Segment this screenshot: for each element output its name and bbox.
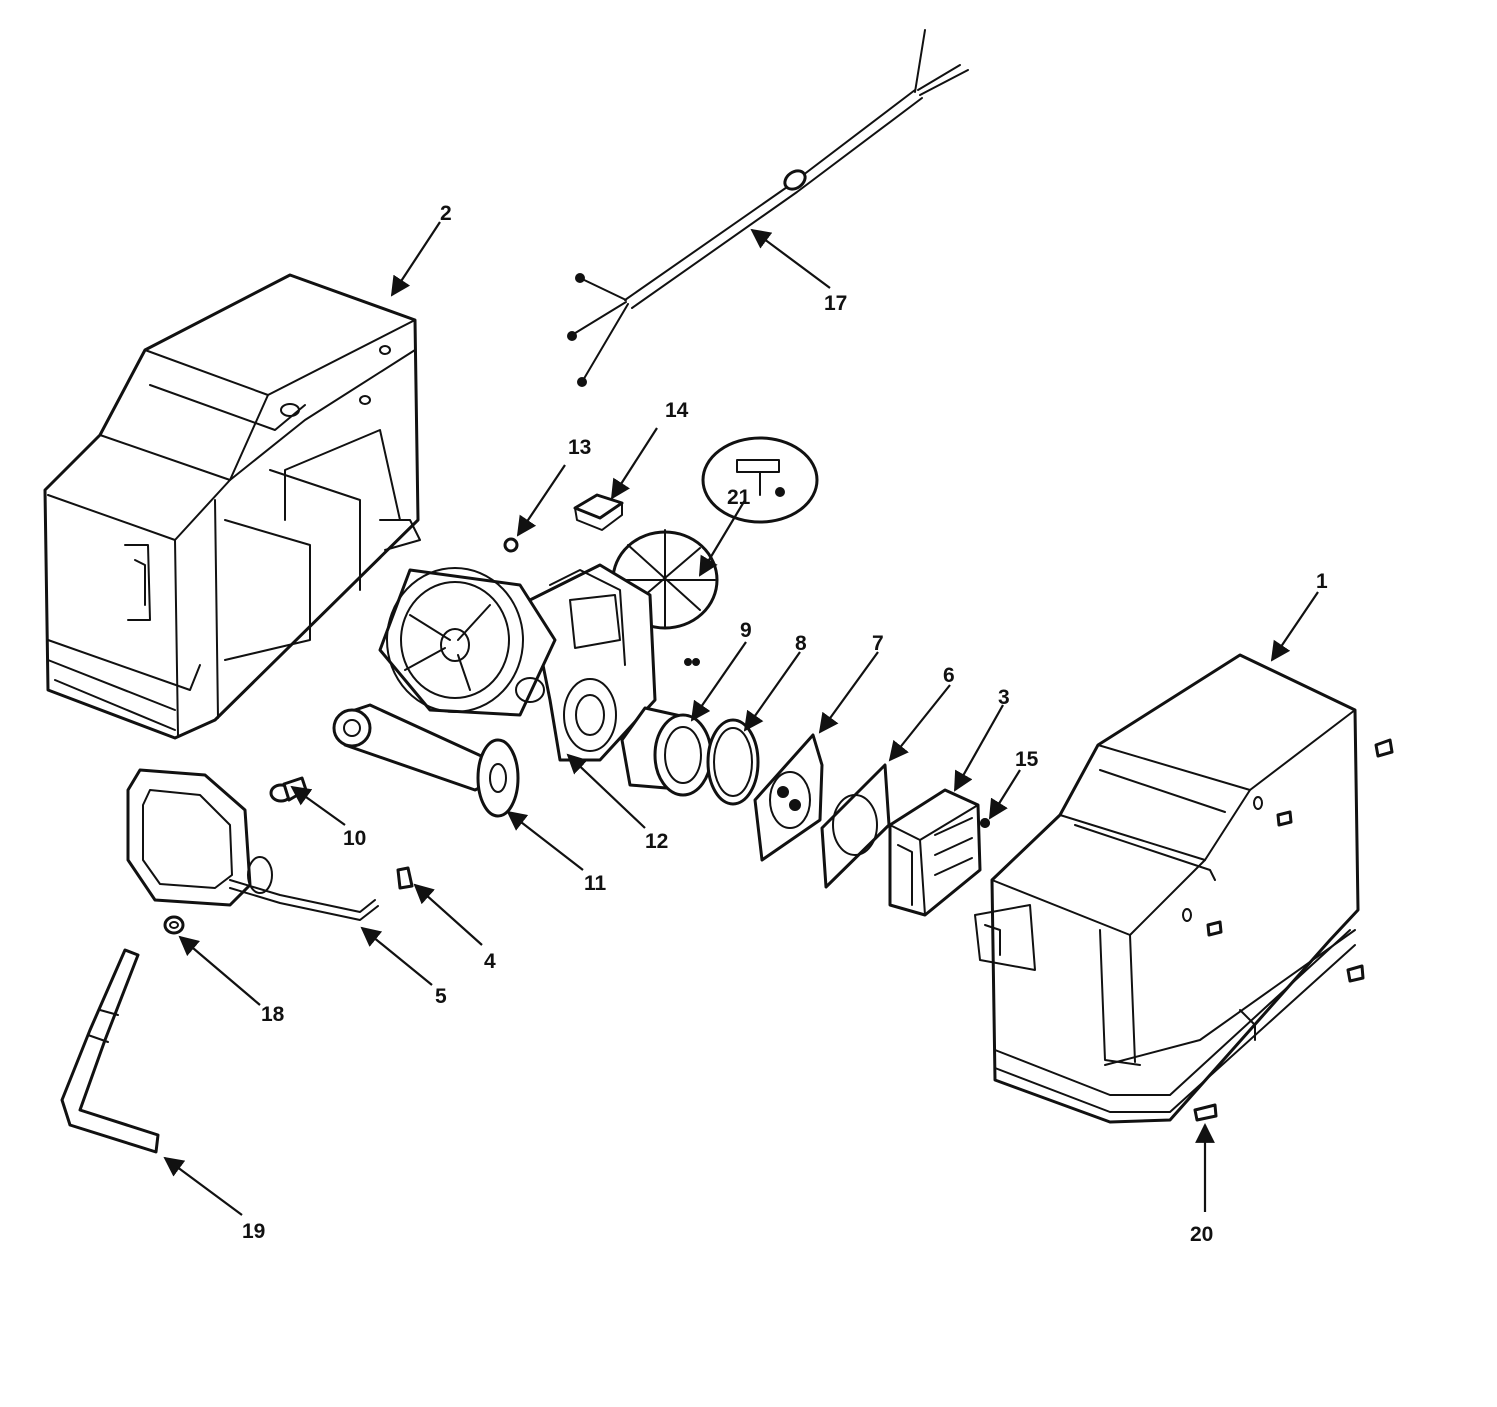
connecting-rod-part [332, 703, 520, 818]
left-shroud-part [43, 273, 421, 740]
hose-19-part [60, 948, 160, 1154]
bolt-10-part [269, 776, 308, 803]
callout-2: 2 [440, 202, 452, 225]
leader-11 [506, 810, 584, 871]
callout-17: 17 [824, 292, 847, 315]
gasket-part [820, 763, 891, 889]
leader-7 [818, 651, 879, 734]
handle-tube-5-part [126, 768, 379, 921]
leader-13 [516, 464, 566, 537]
cylinder-sleeve-part [620, 706, 713, 797]
leader-9 [690, 641, 747, 722]
leader-1 [1270, 591, 1319, 662]
valve-plate-part [753, 733, 824, 862]
callout-18: 18 [261, 1003, 285, 1026]
leader-6 [888, 684, 951, 762]
callout-5: 5 [435, 985, 447, 1008]
callout-19: 19 [242, 1220, 265, 1243]
power-cord-part [567, 29, 969, 387]
callout-10: 10 [343, 827, 366, 850]
leader-15 [988, 769, 1021, 820]
leader-14 [610, 427, 658, 500]
pad-14-part [573, 493, 624, 531]
callout-7: 7 [872, 632, 884, 655]
motor-pump-assembly-part [378, 529, 719, 762]
leader-2 [390, 221, 441, 297]
leader-3 [954, 704, 1004, 792]
leader-10 [290, 785, 346, 826]
screw-20-part [1193, 738, 1394, 1122]
callout-8: 8 [795, 632, 807, 655]
callout-3: 3 [998, 686, 1010, 709]
fitting-4-part [396, 866, 414, 890]
callout-20: 20 [1190, 1223, 1213, 1246]
callout-4: 4 [484, 950, 496, 973]
callout-labels: 1 2 3 4 5 6 7 8 9 10 11 12 13 14 15 17 1… [242, 202, 1328, 1246]
leader-12 [566, 753, 646, 829]
callout-15: 15 [1015, 748, 1039, 771]
o-ring-part [706, 718, 760, 806]
terminal-detail-part [701, 436, 819, 524]
callout-1: 1 [1316, 570, 1328, 593]
callout-12: 12 [645, 830, 668, 853]
leader-4 [413, 883, 483, 946]
callout-11: 11 [584, 872, 607, 895]
screw-15-part [980, 818, 990, 828]
callout-14: 14 [665, 399, 689, 422]
leader-21 [698, 499, 746, 577]
callout-9: 9 [740, 619, 752, 642]
screw-13-part [503, 537, 519, 553]
leader-lines [163, 221, 1319, 1216]
cylinder-head-part [888, 788, 990, 917]
leader-17 [750, 228, 831, 289]
leader-8 [743, 651, 801, 732]
callout-21: 21 [727, 486, 751, 509]
nut-18-part [163, 915, 185, 935]
callout-6: 6 [943, 664, 955, 687]
leader-5 [360, 926, 433, 986]
callout-13: 13 [568, 436, 591, 459]
right-shroud-part [974, 653, 1360, 1124]
leader-19 [163, 1156, 243, 1216]
leader-18 [178, 935, 261, 1006]
